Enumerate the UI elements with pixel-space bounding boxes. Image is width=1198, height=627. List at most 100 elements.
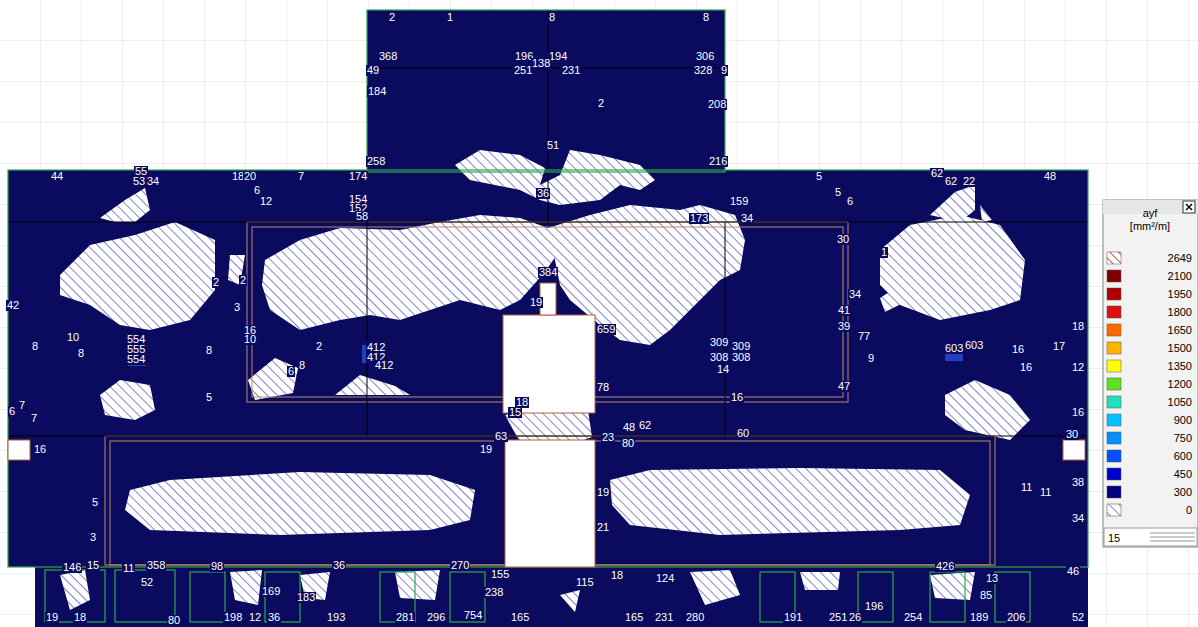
legend-swatch bbox=[1107, 450, 1121, 462]
reinforcement-value: 6 bbox=[846, 196, 854, 207]
reinforcement-value: 184 bbox=[367, 86, 387, 97]
reinforcement-value: 281 bbox=[395, 612, 415, 623]
reinforcement-value: 38 bbox=[1071, 477, 1085, 488]
legend-swatch bbox=[1107, 432, 1121, 444]
reinforcement-value: 1 bbox=[880, 247, 888, 258]
legend-value: 2100 bbox=[1168, 270, 1192, 282]
reinforcement-value: 198 bbox=[223, 612, 243, 623]
reinforcement-value: 2 bbox=[315, 341, 323, 352]
reinforcement-value: 23 bbox=[601, 432, 615, 443]
reinforcement-value: 46 bbox=[1066, 566, 1080, 577]
reinforcement-value: 39 bbox=[837, 321, 851, 332]
reinforcement-value: 49 bbox=[366, 65, 380, 76]
legend-swatch bbox=[1107, 288, 1121, 300]
reinforcement-value: 554 bbox=[126, 354, 146, 365]
reinforcement-value: 62 bbox=[638, 420, 652, 431]
reinforcement-value: 17 bbox=[1052, 341, 1066, 352]
reinforcement-value: 60 bbox=[736, 428, 750, 439]
reinforcement-value: 34 bbox=[848, 289, 862, 300]
legend-title: ayf bbox=[1143, 207, 1158, 219]
reinforcement-value: 603 bbox=[964, 340, 984, 351]
reinforcement-value: 659 bbox=[596, 324, 616, 335]
reinforcement-value: 36 bbox=[332, 560, 346, 571]
reinforcement-value: 193 bbox=[326, 612, 346, 623]
reinforcement-value: 8 bbox=[702, 12, 710, 23]
reinforcement-value: 13 bbox=[985, 573, 999, 584]
reinforcement-value: 5 bbox=[834, 187, 842, 198]
reinforcement-value: 10 bbox=[66, 332, 80, 343]
legend-value: 600 bbox=[1174, 450, 1192, 462]
reinforcement-value: 11 bbox=[1039, 487, 1052, 498]
reinforcement-value: 12 bbox=[1071, 362, 1085, 373]
reinforcement-value: 6 bbox=[8, 406, 16, 417]
legend-swatch bbox=[1107, 468, 1121, 480]
reinforcement-value: 16 bbox=[1019, 362, 1033, 373]
reinforcement-value: 231 bbox=[561, 65, 581, 76]
reinforcement-value: 3 bbox=[89, 532, 97, 543]
reinforcement-value: 8 bbox=[77, 348, 85, 359]
legend-swatch bbox=[1107, 396, 1121, 408]
reinforcement-value: 19 bbox=[596, 487, 610, 498]
reinforcement-value: 78 bbox=[596, 382, 610, 393]
reinforcement-value: 358 bbox=[146, 560, 166, 571]
reinforcement-value: 159 bbox=[729, 196, 749, 207]
reinforcement-value: 189 bbox=[969, 612, 989, 623]
legend-swatch bbox=[1107, 360, 1121, 372]
legend-value: 1950 bbox=[1168, 288, 1192, 300]
legend-value: 300 bbox=[1174, 486, 1192, 498]
reinforcement-value: 58 bbox=[355, 211, 369, 222]
opacity-value: 15 bbox=[1108, 532, 1120, 544]
legend-panel bbox=[1103, 200, 1198, 547]
legend-value: 450 bbox=[1174, 468, 1192, 480]
reinforcement-value: 42 bbox=[6, 300, 20, 311]
legend-value: 900 bbox=[1174, 414, 1192, 426]
reinforcement-value: 85 bbox=[979, 590, 993, 601]
reinforcement-value: 63 bbox=[494, 431, 508, 442]
legend-value: 2649 bbox=[1168, 252, 1192, 264]
reinforcement-value: 115 bbox=[575, 577, 595, 588]
reinforcement-value: 34 bbox=[146, 176, 160, 187]
reinforcement-value: 2 bbox=[212, 277, 220, 288]
reinforcement-value: 270 bbox=[450, 560, 470, 571]
reinforcement-value: 384 bbox=[538, 267, 558, 278]
reinforcement-value: 124 bbox=[655, 573, 675, 584]
legend-title: [mm²/m] bbox=[1130, 220, 1170, 232]
reinforcement-value: 603 bbox=[944, 343, 964, 354]
reinforcement-value: 7 bbox=[297, 171, 305, 182]
legend-value: 0 bbox=[1186, 504, 1192, 516]
legend-swatch bbox=[1107, 414, 1121, 426]
reinforcement-value: 19 bbox=[529, 297, 543, 308]
reinforcement-value: 80 bbox=[167, 615, 181, 626]
reinforcement-value: 5 bbox=[91, 497, 99, 508]
reinforcement-value: 296 bbox=[426, 612, 446, 623]
reinforcement-value: 18 bbox=[73, 612, 87, 623]
reinforcement-value: 8 bbox=[205, 345, 213, 356]
reinforcement-value: 8 bbox=[31, 341, 39, 352]
reinforcement-value: 18 bbox=[1071, 321, 1085, 332]
reinforcement-value: 1 bbox=[446, 12, 454, 23]
reinforcement-value: 47 bbox=[837, 381, 851, 392]
reinforcement-value: 36 bbox=[267, 612, 281, 623]
reinforcement-value: 10 bbox=[243, 334, 257, 345]
reinforcement-value: 2 bbox=[388, 12, 396, 23]
reinforcement-value: 30 bbox=[1065, 429, 1079, 440]
reinforcement-value: 328 bbox=[693, 65, 713, 76]
reinforcement-value: 22 bbox=[962, 176, 976, 187]
reinforcement-value: 77 bbox=[857, 331, 871, 342]
reinforcement-value: 2 bbox=[239, 275, 247, 286]
reinforcement-value: 62 bbox=[930, 168, 944, 179]
legend-value: 1050 bbox=[1168, 396, 1192, 408]
reinforcement-value: 15 bbox=[86, 560, 100, 571]
reinforcement-value: 308 bbox=[731, 352, 751, 363]
reinforcement-value: 52 bbox=[140, 577, 154, 588]
reinforcement-value: 20 bbox=[243, 171, 257, 182]
reinforcement-value: 19 bbox=[479, 444, 493, 455]
reinforcement-value: 9 bbox=[720, 65, 728, 76]
reinforcement-value: 174 bbox=[348, 171, 368, 182]
reinforcement-value: 9 bbox=[867, 353, 875, 364]
reinforcement-value: 6 bbox=[287, 366, 295, 377]
legend-value: 1800 bbox=[1168, 306, 1192, 318]
reinforcement-value: 754 bbox=[463, 610, 483, 621]
reinforcement-value: 16 bbox=[730, 392, 744, 403]
reinforcement-value: 11 bbox=[1020, 482, 1033, 493]
